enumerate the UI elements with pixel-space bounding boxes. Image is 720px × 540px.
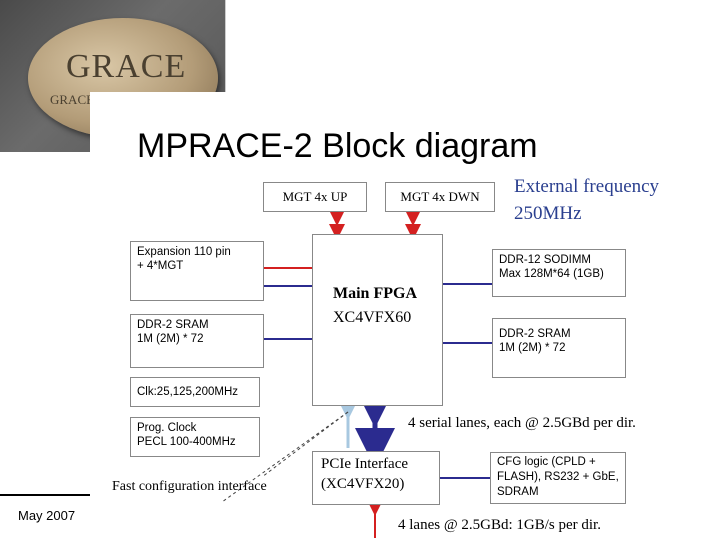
cfg-line1: CFG logic (CPLD + — [497, 456, 596, 468]
pcie-interface-box: PCIe Interface (XC4VFX20) — [312, 451, 440, 505]
expansion-line1: Expansion 110 pin — [137, 246, 231, 258]
external-frequency-line2: 250MHz — [514, 203, 582, 224]
sram-right-line1: DDR-2 SRAM — [499, 328, 571, 340]
sram-left-line1: DDR-2 SRAM — [137, 319, 209, 331]
fast-config-dash-2 — [221, 411, 349, 503]
sram-left-box: DDR-2 SRAM 1M (2M) * 72 — [130, 314, 264, 368]
sram-right-box: DDR-2 SRAM 1M (2M) * 72 — [492, 318, 626, 378]
logo-text: GRACE — [66, 48, 187, 85]
header-strip — [225, 0, 720, 92]
expansion-box: Expansion 110 pin + 4*MGT — [130, 241, 264, 301]
mgt-up-label: MGT 4x UP — [282, 189, 348, 204]
sram-right-line2: 1M (2M) * 72 — [499, 342, 566, 354]
cfg-line3: SDRAM — [497, 486, 539, 498]
fpga-line2: XC4VFX60 — [333, 309, 412, 326]
mgt-dwn-label: MGT 4x DWN — [400, 189, 480, 204]
mgt-dwn-box: MGT 4x DWN — [385, 182, 495, 212]
main-fpga-box: Main FPGA XC4VFX60 — [312, 234, 443, 406]
fast-config-note: Fast configuration interface — [112, 479, 267, 494]
expansion-line2: + 4*MGT — [137, 260, 184, 272]
mgt-up-box: MGT 4x UP — [263, 182, 367, 212]
sodimm-line1: DDR-12 SODIMM — [499, 254, 592, 266]
sram-left-line2: 1M (2M) * 72 — [137, 333, 204, 345]
cfg-line2: FLASH), RS232 + GbE, — [497, 471, 619, 483]
prog-clock-box: Prog. Clock PECL 100-400MHz — [130, 417, 260, 457]
clock-box: Clk:25,125,200MHz — [130, 377, 260, 407]
external-frequency-line1: External frequency — [514, 176, 660, 197]
footer-date: May 2007 — [18, 508, 76, 523]
sodimm-box: DDR-12 SODIMM Max 128M*64 (1GB) — [492, 249, 626, 297]
page-title: MPRACE-2 Block diagram — [137, 127, 538, 165]
pcie-line1: PCIe Interface — [321, 456, 409, 472]
pcie-line2: (XC4VFX20) — [321, 476, 405, 492]
cfg-logic-box: CFG logic (CPLD + FLASH), RS232 + GbE, S… — [490, 452, 626, 504]
prog-clock-line2: PECL 100-400MHz — [137, 436, 236, 448]
sodimm-line2: Max 128M*64 (1GB) — [499, 268, 604, 280]
clock-label: Clk:25,125,200MHz — [137, 386, 238, 398]
lanes-bottom-note: 4 lanes @ 2.5GBd: 1GB/s per dir. — [398, 517, 601, 533]
serial-lanes-note: 4 serial lanes, each @ 2.5GBd per dir. — [408, 415, 636, 431]
fpga-line1: Main FPGA — [333, 285, 417, 302]
prog-clock-line1: Prog. Clock — [137, 422, 197, 434]
footer-rule — [0, 494, 90, 496]
